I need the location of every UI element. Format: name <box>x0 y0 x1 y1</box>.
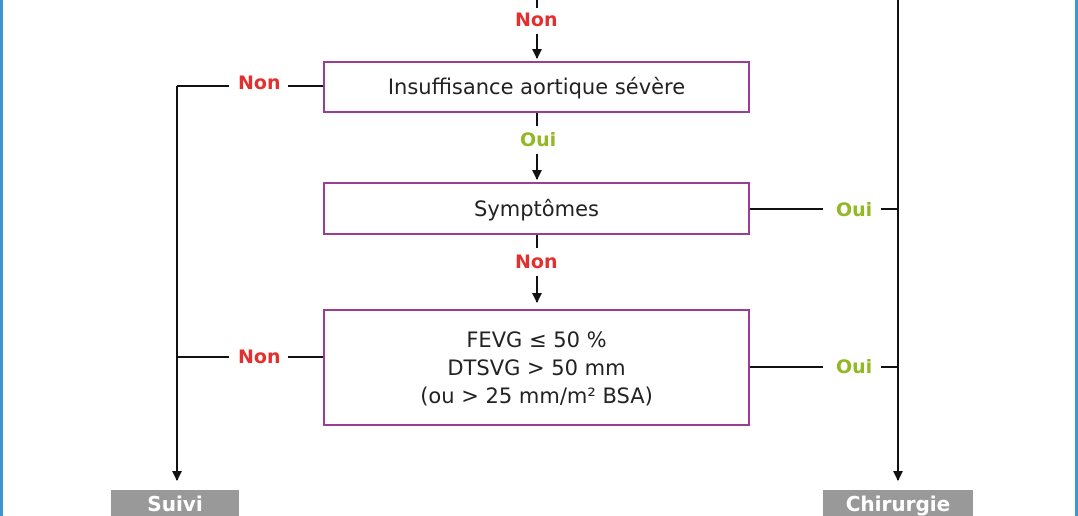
outcome-chirurgie-text: Chirurgie <box>845 492 951 516</box>
outcome-suivi: Suivi <box>111 490 239 516</box>
dtsvg-criterion: DTSVG > 50 mm <box>447 355 626 380</box>
label-non-symptoms: Non <box>515 251 558 273</box>
outcome-suivi-text: Suivi <box>147 492 203 516</box>
fevg-criteria-box: FEVG ≤ 50 % DTSVG > 50 mm (ou > 25 mm/m²… <box>323 309 750 426</box>
label-non-top: Non <box>515 9 558 31</box>
symptoms-text: Symptômes <box>474 196 599 221</box>
bsa-criterion: (ou > 25 mm/m² BSA) <box>420 383 653 408</box>
aortic-insufficiency-text: Insuffisance aortique sévère <box>387 75 686 99</box>
label-oui-aortic: Oui <box>520 129 557 151</box>
outcome-chirurgie: Chirurgie <box>823 490 973 516</box>
label-non-fevg: Non <box>238 346 281 368</box>
label-oui-symptoms: Oui <box>836 199 873 221</box>
aortic-insufficiency-box: Insuffisance aortique sévère <box>323 61 750 113</box>
label-non-aortic: Non <box>238 72 281 94</box>
symptoms-box: Symptômes <box>323 182 750 235</box>
connector-lines <box>172 0 903 481</box>
label-oui-fevg: Oui <box>836 356 873 378</box>
fevg-criterion: FEVG ≤ 50 % <box>466 327 607 352</box>
